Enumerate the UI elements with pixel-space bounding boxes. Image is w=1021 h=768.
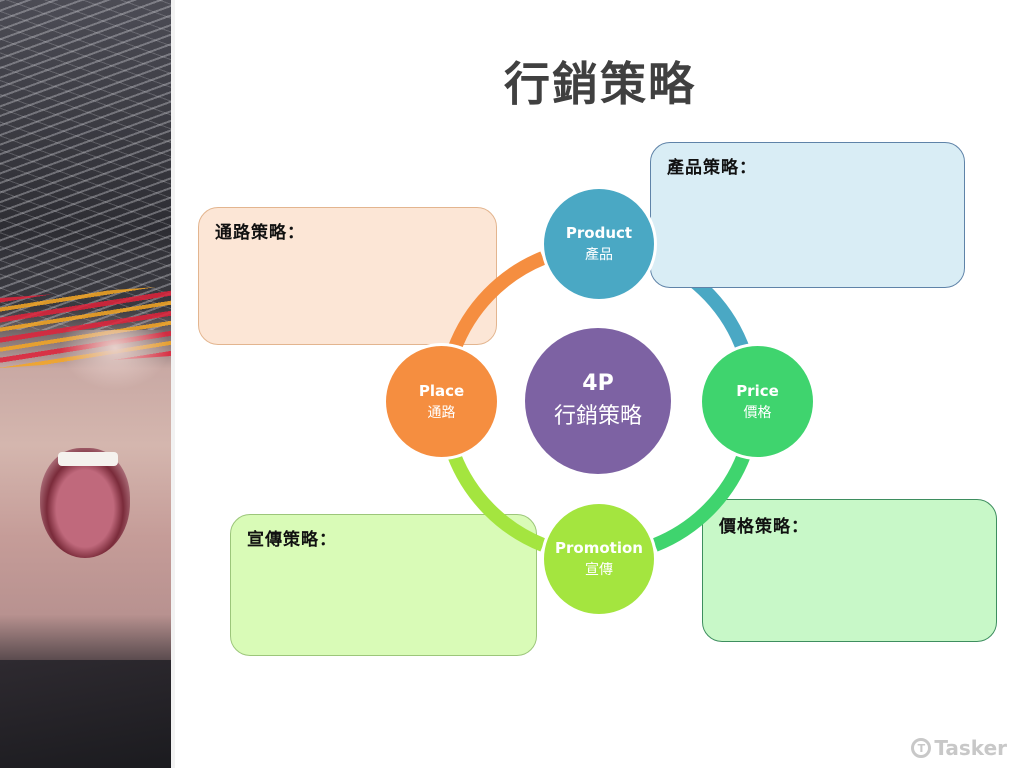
node-place-zh: 通路 [427,404,456,421]
price-strategy-box[interactable]: 價格策略： [702,499,997,642]
photo-mouth [40,448,130,558]
node-promotion-zh: 宣傳 [585,562,613,578]
tasker-watermark-text: Tasker [934,736,1007,760]
product-strategy-box[interactable]: 產品策略： [650,142,965,288]
node-place-en: Place [418,381,465,400]
center-subtitle: 行銷策略 [553,404,642,429]
center-4p-label: 4P [582,371,614,396]
node-product-zh: 產品 [585,247,613,263]
photo-nose [60,330,170,390]
decorative-photo-screaming-man [0,0,171,768]
tasker-logo-icon: T [911,738,932,758]
photo-hair [0,0,171,330]
promotion-strategy-label: 宣傳策略： [247,530,337,550]
price-strategy-label: 價格策略： [719,517,809,537]
node-product-en: Product [565,224,633,242]
node-center-4p[interactable]: 4P 行銷策略 [525,328,671,474]
product-strategy-label: 產品策略： [667,158,757,178]
node-place[interactable]: Place 通路 [383,343,500,460]
node-product[interactable]: Product 產品 [541,186,657,302]
promotion-strategy-box[interactable]: 宣傳策略： [230,514,537,656]
node-price-zh: 價格 [743,404,772,421]
tasker-watermark: T Tasker [911,736,1007,760]
slide-title: 行銷策略 [504,57,696,111]
node-price-en: Price [736,381,779,400]
photo-teeth [58,452,118,466]
node-promotion-en: Promotion [555,539,643,557]
node-price[interactable]: Price 價格 [699,343,816,460]
place-strategy-box[interactable]: 通路策略： [198,207,497,345]
photo-edge [171,0,175,768]
node-promotion[interactable]: Promotion 宣傳 [541,501,657,617]
photo-collar [0,660,171,768]
place-strategy-label: 通路策略： [215,223,305,243]
